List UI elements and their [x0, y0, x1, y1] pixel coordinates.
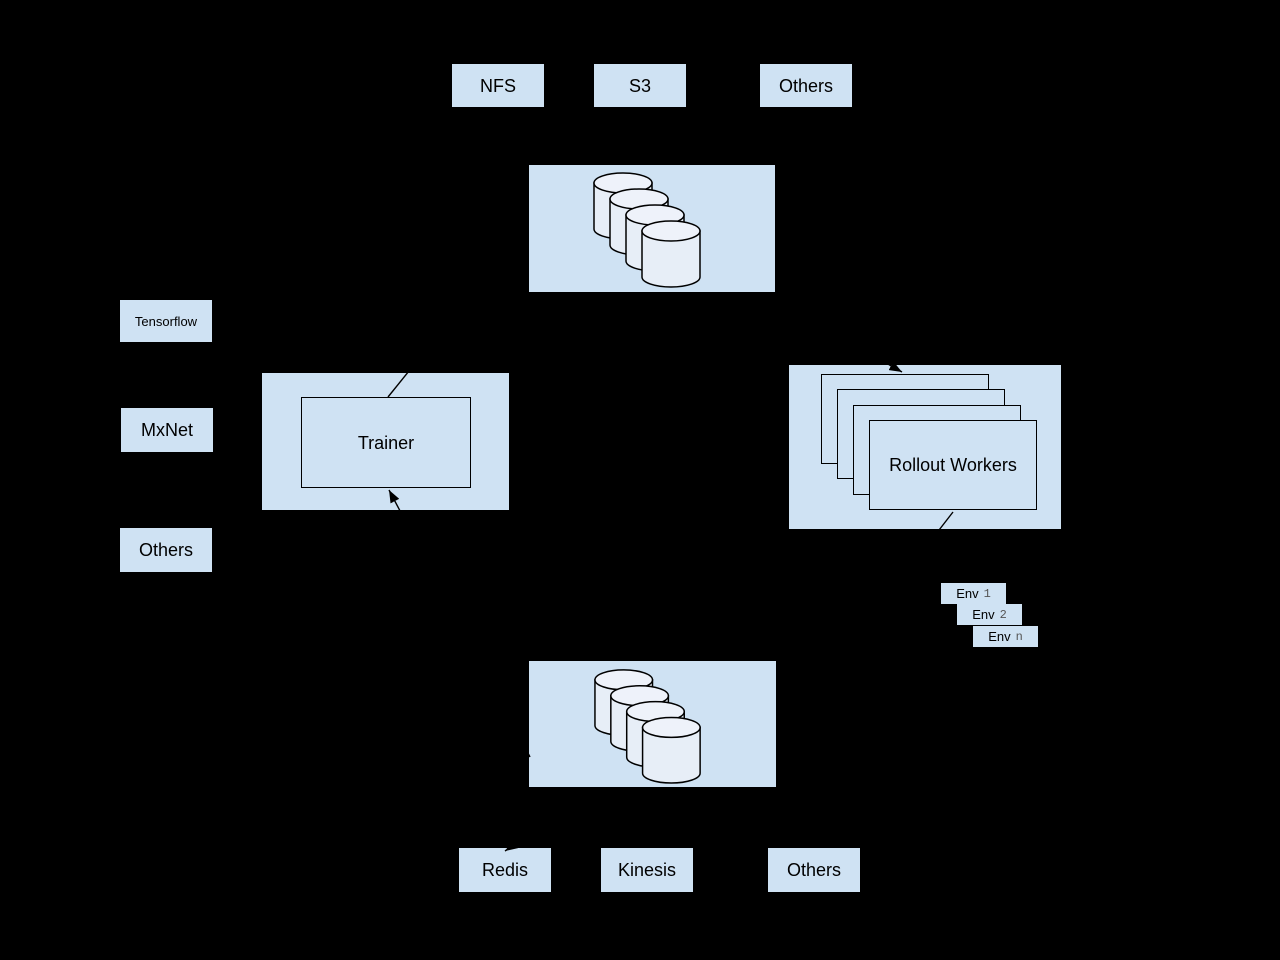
node-others-backend: Others: [768, 848, 860, 892]
node-label: NFS: [480, 75, 516, 96]
edge-rollout-to-memorybackend: [777, 511, 954, 739]
database-cylinder-stack-icon: [594, 669, 701, 784]
node-label: MxNet: [140, 420, 193, 440]
edge-envs-to-memorybackend: [776, 654, 986, 723]
node-trainer: Trainer: [301, 397, 471, 488]
node-others-framework: Others: [120, 528, 212, 572]
node-memory-backend: [529, 661, 776, 787]
env-index: 2: [999, 607, 1007, 622]
node-label: Env: [956, 586, 979, 601]
node-label: Redis: [481, 860, 529, 880]
node-env-n: Env n: [973, 626, 1038, 647]
node-label: Others: [778, 75, 834, 96]
node-env-1: Env 1: [941, 583, 1006, 604]
node-label: Env: [972, 607, 995, 622]
edge-memorybackend-to-trainer: [388, 489, 531, 758]
node-data-store: [529, 165, 775, 292]
node-redis: Redis: [459, 848, 551, 892]
node-tensorflow: Tensorflow: [120, 300, 212, 342]
node-label: Rollout Workers: [889, 455, 1017, 475]
node-rollout-workers-container: Rollout Workers: [789, 365, 1061, 529]
env-index: n: [1015, 629, 1023, 644]
node-label: Kinesis: [617, 860, 677, 880]
edge-trainer-to-datastore: [387, 225, 527, 398]
node-s3: S3: [594, 64, 686, 107]
env-index: 1: [983, 586, 991, 601]
node-rollout-workers: Rollout Workers: [869, 420, 1037, 510]
edge-memorybackend-to-redis: [504, 787, 601, 852]
node-env-2: Env 2: [957, 604, 1022, 625]
edge-datastore-to-rollout: [775, 300, 903, 373]
node-label: Tensorflow: [134, 313, 198, 329]
node-label: Others: [786, 860, 842, 880]
node-label: S3: [628, 75, 652, 96]
node-mxnet: MxNet: [121, 408, 213, 452]
node-kinesis: Kinesis: [601, 848, 693, 892]
node-nfs: NFS: [452, 64, 544, 107]
database-cylinder-stack-icon: [593, 172, 701, 288]
node-label: Trainer: [357, 432, 415, 453]
node-others-storage: Others: [760, 64, 852, 107]
node-label: Others: [138, 540, 194, 560]
node-label: Env: [988, 629, 1011, 644]
node-trainer-container: Trainer: [262, 373, 509, 510]
